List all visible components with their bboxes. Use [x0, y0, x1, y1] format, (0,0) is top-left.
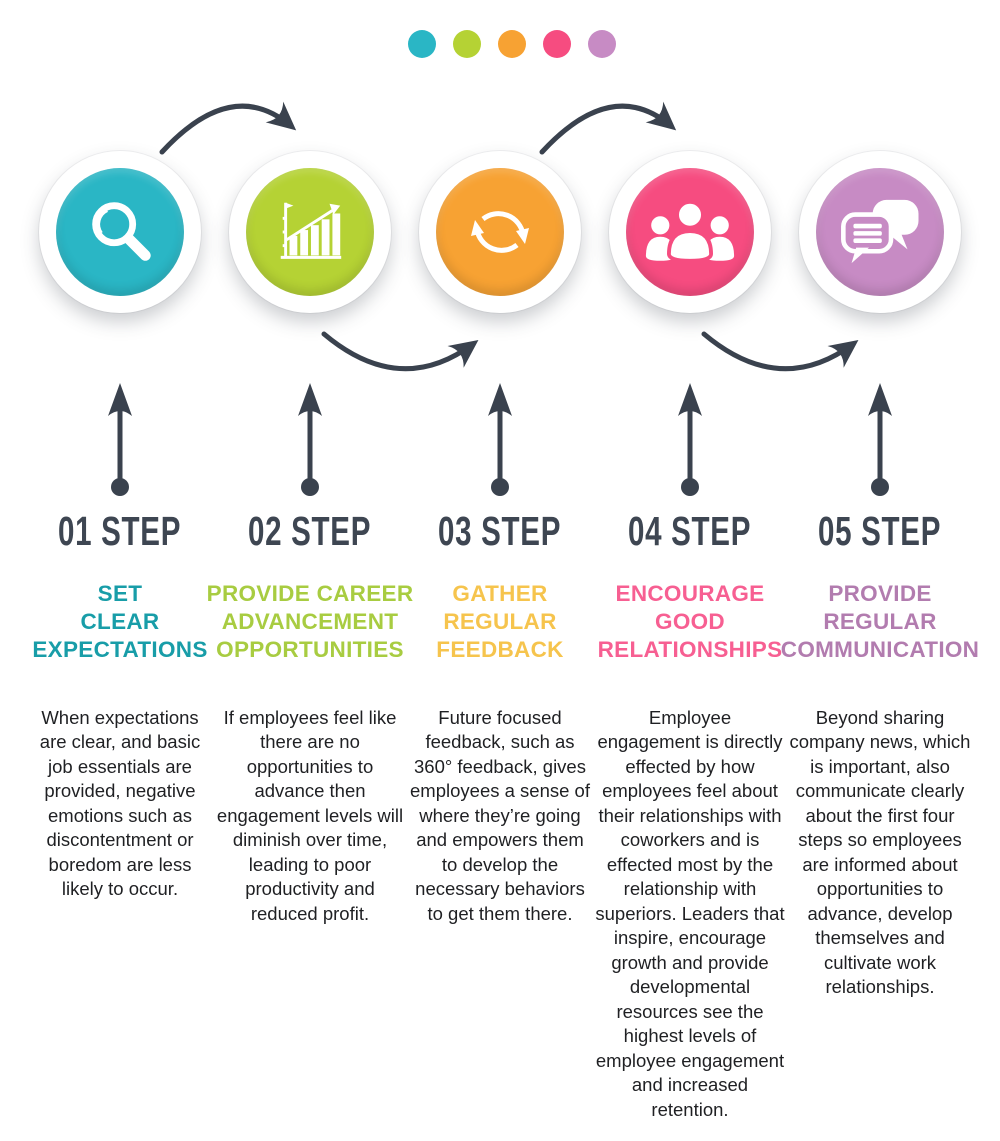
palette-dots	[12, 30, 1000, 58]
step1-label: 01 STEP	[58, 508, 182, 554]
people-group-icon	[645, 200, 735, 263]
step3-body: Future focused feedback, such as 360° fe…	[410, 706, 590, 924]
step5-circle	[799, 151, 961, 313]
palette-dot-3	[498, 30, 526, 58]
bar-chart-icon	[280, 202, 342, 259]
step5-label: 05 STEP	[818, 508, 942, 554]
sync-arrows-icon	[471, 211, 529, 253]
step5-body: Beyond sharing company news, which is im…	[789, 706, 971, 998]
arc-step2-step3	[321, 331, 479, 372]
up-arrow-icon	[488, 383, 512, 496]
step-bodies: When expectations are clear, and basic j…	[0, 687, 1000, 1141]
up-arrows	[0, 383, 1000, 497]
palette-dot-2	[453, 30, 481, 58]
step3-label: 03 STEP	[438, 508, 562, 554]
palette-dot-4	[543, 30, 571, 58]
step-circles	[0, 151, 1000, 313]
step2-body: If employees feel like there are no oppo…	[216, 706, 404, 924]
step2-label: 02 STEP	[248, 508, 372, 554]
up-arrow-icon	[298, 383, 322, 496]
speech-bubbles-icon	[841, 199, 919, 264]
magnifier-icon	[92, 202, 151, 261]
step1-body: When expectations are clear, and basic j…	[39, 706, 201, 900]
step1-circle	[39, 151, 201, 313]
arc-step1-step2	[159, 101, 297, 155]
palette-dot-5	[588, 30, 616, 58]
step4-label: 04 STEP	[628, 508, 752, 554]
arc-step4-step5	[701, 331, 859, 372]
step3-circle	[419, 151, 581, 313]
up-arrow-icon	[868, 383, 892, 496]
step4-body: Employee engagement is directly effected…	[595, 706, 785, 1120]
step2-circle	[229, 151, 391, 313]
palette-dot-1	[408, 30, 436, 58]
up-arrow-icon	[678, 383, 702, 496]
up-arrow-icon	[108, 383, 132, 496]
step4-circle	[609, 151, 771, 313]
step-labels: 01 STEP 02 STEP 03 STEP 04 STEP 05 STEP	[0, 508, 1000, 555]
arc-step3-step4	[539, 101, 677, 155]
